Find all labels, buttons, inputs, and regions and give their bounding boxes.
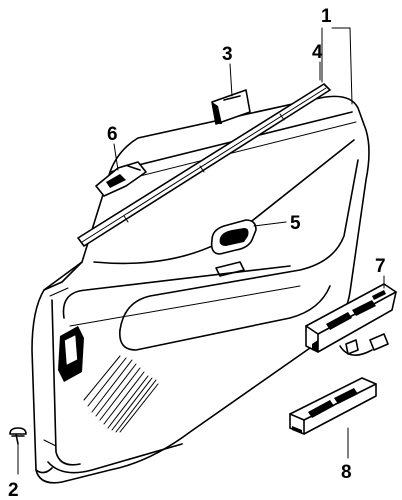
callout-8: 8 [341,462,352,483]
pull-handle-cover [211,89,251,125]
callout-2: 2 [8,480,19,500]
leader-lines [17,27,385,475]
callout-1: 1 [321,6,332,27]
master-window-switch [305,283,397,356]
belt-weatherstrip [77,83,331,247]
callout-3: 3 [222,44,233,65]
callout-6: 6 [107,124,118,145]
window-switch-bezel [289,377,377,435]
callout-5: 5 [290,213,301,234]
callout-4: 4 [312,42,323,63]
callout-7: 7 [375,256,386,277]
push-clip [9,427,27,445]
handle-bezel [210,219,257,255]
speaker-grille [83,355,159,433]
